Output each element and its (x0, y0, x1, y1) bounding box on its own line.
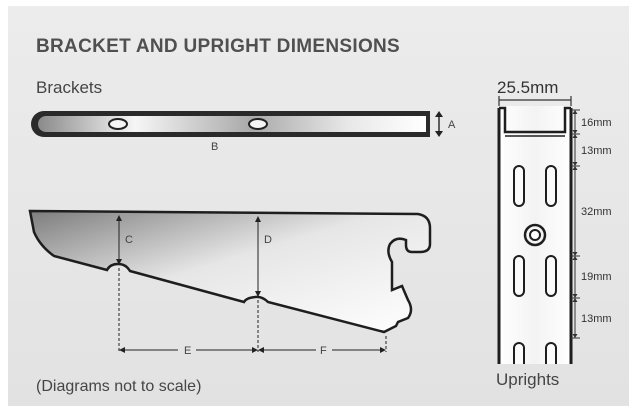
dimension-slot-gap: 13mm (581, 313, 612, 325)
dimension-d-label: D (264, 234, 272, 246)
dimension-a-label: A (448, 119, 456, 131)
page-title: BRACKET AND UPRIGHT DIMENSIONS (36, 36, 401, 57)
uprights-heading: Uprights (496, 370, 560, 389)
upright-slot (513, 165, 525, 207)
upright-slot (545, 165, 557, 207)
bracket-slot-left (108, 118, 128, 130)
upright-slot-partial (513, 342, 525, 364)
dimension-to-first-slot: 13mm (581, 145, 612, 157)
upright-front-view: 16mm 13mm 32mm 19mm 13mm (497, 96, 612, 364)
dimension-slot-length: 19mm (581, 271, 612, 283)
upright-slot (513, 255, 525, 297)
upright-slot-partial (545, 342, 557, 364)
dimension-e-label: E (184, 345, 191, 357)
dimension-slot-pitch: 32mm (581, 206, 612, 218)
upright-dimension-arrows (572, 110, 578, 338)
dimension-a-arrows (435, 111, 443, 137)
dimension-b-label: B (211, 141, 218, 153)
upright-width-label: 25.5mm (497, 78, 559, 97)
bracket-side-view: C D E F (28, 209, 432, 357)
bracket-top-view: A B (31, 111, 456, 153)
bracket-bar-face (38, 116, 426, 132)
brackets-heading: Brackets (36, 78, 103, 97)
bracket-slot-right (248, 118, 268, 130)
bracket-profile (28, 209, 432, 334)
upright-channel-top (499, 106, 571, 134)
scale-note: (Diagrams not to scale) (36, 378, 202, 395)
upright-slot (545, 255, 557, 297)
upright-dimension-ticks (571, 109, 580, 339)
dimension-f-label: F (320, 345, 327, 357)
upright-fixing-hole-inner (529, 229, 541, 241)
dimension-c-arrows (116, 215, 122, 265)
dimension-top-lip: 16mm (581, 117, 612, 129)
dimension-c-label: C (125, 234, 133, 246)
